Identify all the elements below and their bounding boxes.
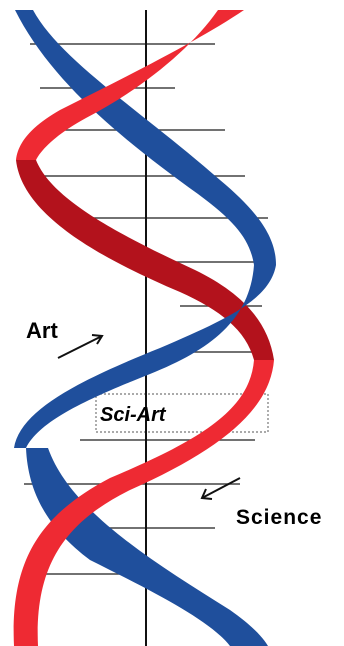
art-label: Art (26, 318, 58, 344)
art-arrow (58, 335, 102, 358)
sci-art-label: Sci-Art (100, 404, 166, 427)
science-label: Science (236, 506, 322, 530)
science-arrow (202, 478, 240, 499)
